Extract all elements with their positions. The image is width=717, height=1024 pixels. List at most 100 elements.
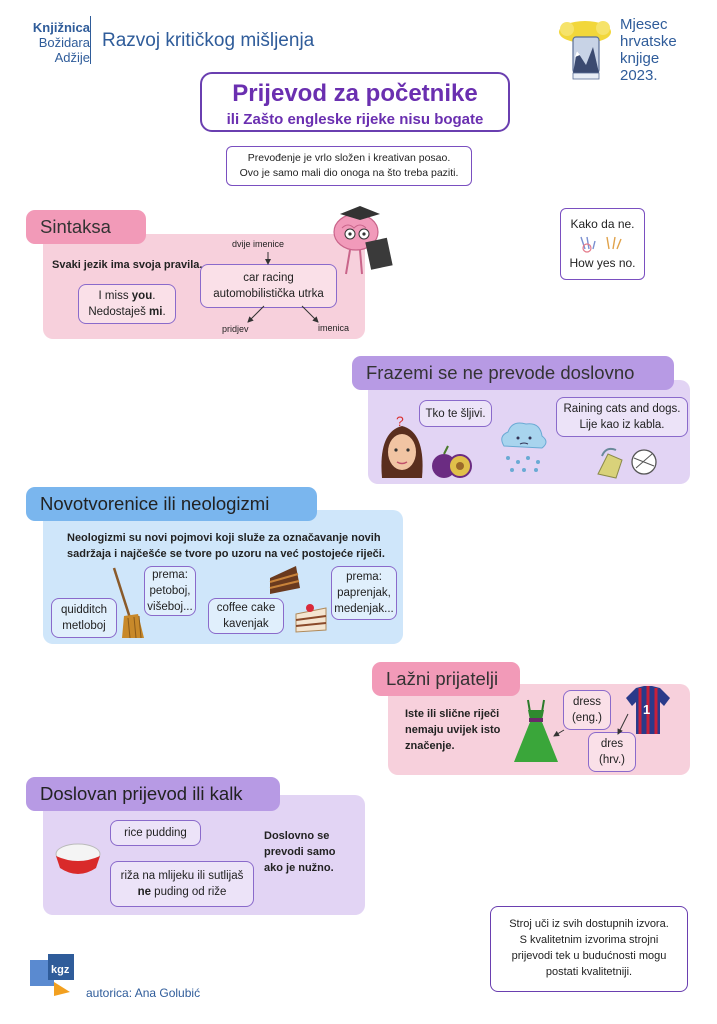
- chocolate-cake-icon: [269, 566, 300, 594]
- lazni-desc-line: Iste ili slične riječi: [405, 708, 500, 720]
- dres-line: dres: [600, 738, 624, 750]
- kalk-heading: Doslovan prijevod ili kalk: [26, 777, 280, 811]
- note-line: Stroj uči iz svih dostupnih izvora.: [509, 918, 669, 930]
- kalk-desc-line: Doslovno se: [264, 830, 330, 842]
- text-fragment-bold: you: [131, 290, 153, 302]
- riza-line: ne puding od riže: [138, 884, 227, 900]
- rain-cloud-icon: [501, 422, 547, 472]
- title-box: Prijevod za početnike ili Zašto engleske…: [200, 72, 510, 132]
- neologizmi-desc-line: Neologizmi su novi pojmovi koji služe za…: [67, 532, 381, 544]
- text-fragment: puding od riže: [150, 886, 227, 898]
- miss-you-line: I miss you.: [99, 288, 156, 304]
- rice-bowl-icon: [55, 843, 101, 874]
- main-title: Prijevod za početnike: [232, 80, 478, 107]
- machine-translation-note: Stroj uči iz svih dostupnih izvora. S kv…: [490, 906, 688, 992]
- grammar-arrows: [247, 252, 319, 323]
- lazni-desc-line: značenje.: [405, 740, 455, 752]
- text-fragment-bold: ne: [137, 886, 151, 898]
- sintaksa-panel: [43, 234, 365, 339]
- quidditch-line: quidditch: [60, 604, 108, 616]
- intro-line: Prevođenje je vrlo složen i kreativan po…: [247, 152, 451, 164]
- label-imenica: imenica: [318, 323, 350, 333]
- raining-bubble: Raining cats and dogs. Lije kao iz kabla…: [556, 397, 688, 437]
- cream-cake-icon: [295, 604, 327, 633]
- kalk-desc: Doslovno se prevodi samo ako je nužno.: [264, 828, 336, 876]
- broom-icon: [112, 567, 144, 639]
- note-line: S kvalitetnim izvorima strojni: [519, 934, 659, 946]
- sintaksa-heading: Sintaksa: [26, 210, 146, 244]
- lazni-heading: Lažni prijatelji: [372, 662, 520, 696]
- car-racing-line: car racing: [243, 272, 294, 284]
- note-line: prijevodi tek u budućnosti mogu: [511, 950, 667, 962]
- header-title: Razvoj kritičkog mišljenja: [102, 30, 315, 51]
- library-name: Knjižnica Božidara Adžije: [18, 20, 90, 65]
- nedostajes-line: Nedostaješ mi.: [88, 304, 165, 320]
- raining-line: Raining cats and dogs.: [563, 403, 681, 415]
- library-name-line: Adžije: [54, 50, 90, 65]
- kako-da-ne-box: Kako da ne. How yes no.: [560, 208, 645, 280]
- brain-reader-icon: [333, 206, 393, 275]
- football-jersey-icon: 1: [626, 686, 670, 734]
- prema-line: medenjak...: [334, 603, 394, 615]
- book-month-illustration: [559, 21, 611, 80]
- kgz-logo-text: kgz: [51, 964, 70, 976]
- prema-line: višeboj...: [147, 601, 193, 613]
- tko-te-sljivi-bubble: Tko te šljivi.: [419, 400, 492, 427]
- riza-line: riža na mlijeku ili sutlijaš: [120, 870, 244, 882]
- riza-bubble: riža na mlijeku ili sutlijaš ne puding o…: [110, 861, 254, 907]
- woman-face-icon: ?: [381, 413, 423, 478]
- dres-hrv-bubble: dres (hrv.): [588, 732, 636, 772]
- prema-line: prema:: [152, 569, 188, 581]
- green-dress-icon: [514, 699, 558, 762]
- prema-line: prema:: [346, 571, 382, 583]
- library-name-line: Božidara: [38, 35, 90, 50]
- library-name-line: Knjižnica: [32, 20, 90, 35]
- dres-line: (hrv.): [599, 754, 625, 766]
- label-dvije-imenice: dvije imenice: [232, 239, 285, 249]
- kalk-desc-line: ako je nužno.: [264, 862, 334, 874]
- frazemi-heading: Frazemi se ne prevode doslovno: [352, 356, 674, 390]
- jersey-number: 1: [643, 702, 650, 717]
- prema-paprenjak-bubble: prema: paprenjak, medenjak...: [331, 566, 397, 620]
- kalk-desc-line: prevodi samo: [264, 846, 336, 858]
- neologizmi-heading: Novotvorenice ili neologizmi: [26, 487, 317, 521]
- kako-line: How yes no.: [569, 256, 636, 270]
- car-racing-line: automobilistička utrka: [213, 288, 324, 300]
- hands-icon: [579, 236, 622, 253]
- kako-line: Kako da ne.: [570, 217, 635, 231]
- lazni-arrows: [553, 713, 629, 737]
- dress-eng-bubble: dress (eng.): [563, 690, 611, 730]
- book-month-line: hrvatske: [620, 33, 677, 50]
- sintaksa-rule: Svaki jezik ima svoja pravila.: [52, 259, 203, 271]
- lazni-desc: Iste ili slične riječi nemaju uvijek ist…: [405, 706, 500, 754]
- coffee-cake-bubble: coffee cake kavenjak: [208, 598, 284, 634]
- neologizmi-desc-line: sadržaja i najčešće se tvore po uzoru na…: [67, 548, 385, 560]
- dress-line: dress: [572, 696, 602, 708]
- header-divider: [90, 16, 91, 64]
- label-pridjev: pridjev: [222, 324, 249, 334]
- author: autorica: Ana Golubić: [86, 986, 201, 1000]
- text-fragment: I miss: [98, 290, 132, 302]
- text-fragment: Nedostaješ: [88, 306, 150, 318]
- raining-line: Lije kao iz kabla.: [579, 419, 665, 431]
- prema-petoboj-bubble: prema: petoboj, višeboj...: [144, 566, 196, 616]
- coffee-cake-line: kavenjak: [223, 618, 269, 630]
- prema-line: paprenjak,: [337, 587, 391, 599]
- lazni-desc-line: nemaju uvijek isto: [405, 724, 501, 736]
- kgz-logo: kgz: [30, 954, 74, 996]
- text-fragment: .: [152, 290, 156, 302]
- quidditch-bubble: quidditch metloboj: [51, 598, 117, 638]
- dress-line: (eng.): [571, 712, 603, 724]
- book-month-line: Mjesec: [620, 16, 668, 33]
- cable-bucket-icon: [597, 447, 657, 479]
- prema-line: petoboj,: [149, 585, 191, 597]
- intro-line: Ovo je samo mali dio onoga na što treba …: [239, 167, 459, 179]
- book-month-line: 2023.: [620, 67, 658, 84]
- book-month-label: Mjesec hrvatske knjige 2023.: [620, 16, 677, 84]
- car-racing-bubble: car racing automobilistička utrka: [200, 264, 337, 308]
- subtitle: ili Zašto engleske rijeke nisu bogate: [226, 111, 484, 128]
- intro-box: Prevođenje je vrlo složen i kreativan po…: [226, 146, 472, 186]
- coffee-cake-line: coffee cake: [216, 602, 276, 614]
- text-fragment-bold: mi: [149, 306, 163, 318]
